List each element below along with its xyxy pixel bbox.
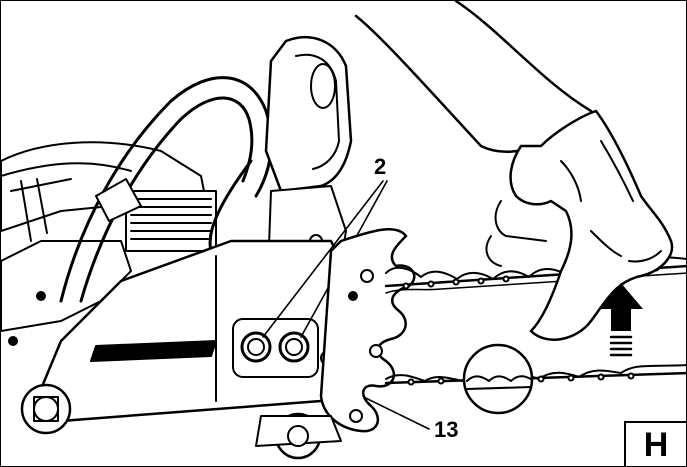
chain-detail-circle [462,343,534,415]
bottom-parts [20,383,342,460]
callout-bar-nuts: 2 [374,154,387,179]
callout-chain-tensioner: 13 [434,417,459,442]
bar-nuts [240,180,388,363]
section-letter-badge: H [624,421,686,466]
gloved-hand [354,1,674,341]
hand-guard [208,35,353,253]
sprocket-cover [8,185,363,423]
bar-clamp-plate [319,228,416,433]
lift-arrow-icon [599,283,643,357]
